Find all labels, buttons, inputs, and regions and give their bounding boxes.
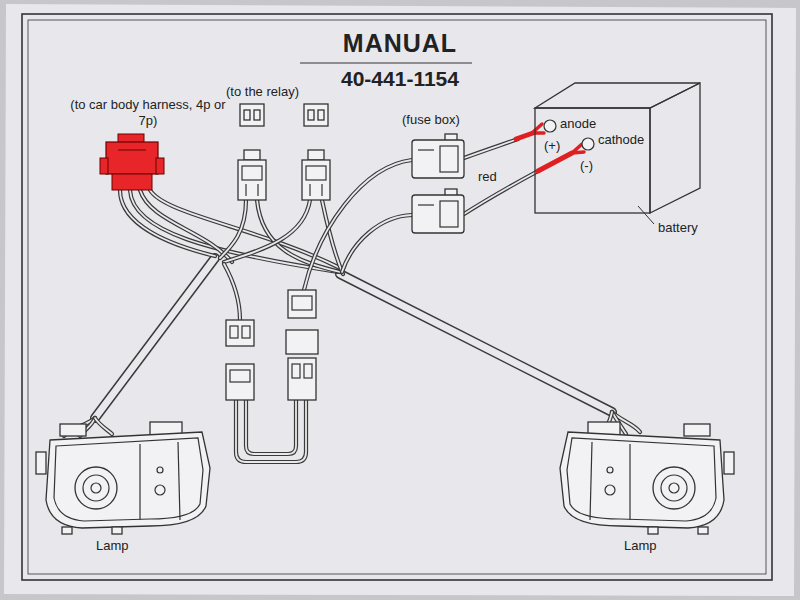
battery-outline: [520, 78, 710, 228]
connector-label-slot: (to the relay): [226, 84, 299, 100]
component-label: (fuse box): [402, 112, 460, 128]
terminal-label: cathode: [598, 132, 644, 147]
terminal-label-slot: anode: [560, 116, 596, 131]
battery-node: anode(+) cathode (-): [520, 78, 710, 228]
terminal-label-slot: (-): [580, 158, 593, 173]
title-text-slot: MANUAL: [0, 28, 800, 58]
lamp-label-slot: Lamp: [624, 538, 657, 554]
wire-color-label: red: [478, 169, 497, 184]
terminal-label: (-): [580, 158, 593, 173]
component-label-slot: battery: [658, 220, 698, 235]
lamp-label: Lamp: [96, 538, 129, 554]
part-number: 40-441-1154: [0, 66, 800, 92]
component-label: battery: [658, 220, 698, 235]
lamp-label: Lamp: [624, 538, 657, 554]
part-number-slot: 40-441-1154: [0, 66, 800, 92]
connector-label-slot: (to car body harness, 4p or 7p): [62, 97, 234, 129]
lamp-label-slot: Lamp: [96, 538, 129, 554]
connector-label: (to the relay): [226, 84, 299, 100]
terminal-label: (+): [544, 138, 560, 153]
connector-label: (to car body harness, 4p or 7p): [62, 97, 234, 129]
wire-color-label-slot: red: [478, 169, 497, 184]
terminal-label: anode: [560, 116, 596, 131]
terminal-label-slot: (+): [544, 138, 560, 153]
terminal-label-slot: cathode: [598, 132, 644, 147]
title-text: MANUAL: [0, 28, 800, 58]
component-label-slot: (fuse box): [402, 112, 460, 128]
